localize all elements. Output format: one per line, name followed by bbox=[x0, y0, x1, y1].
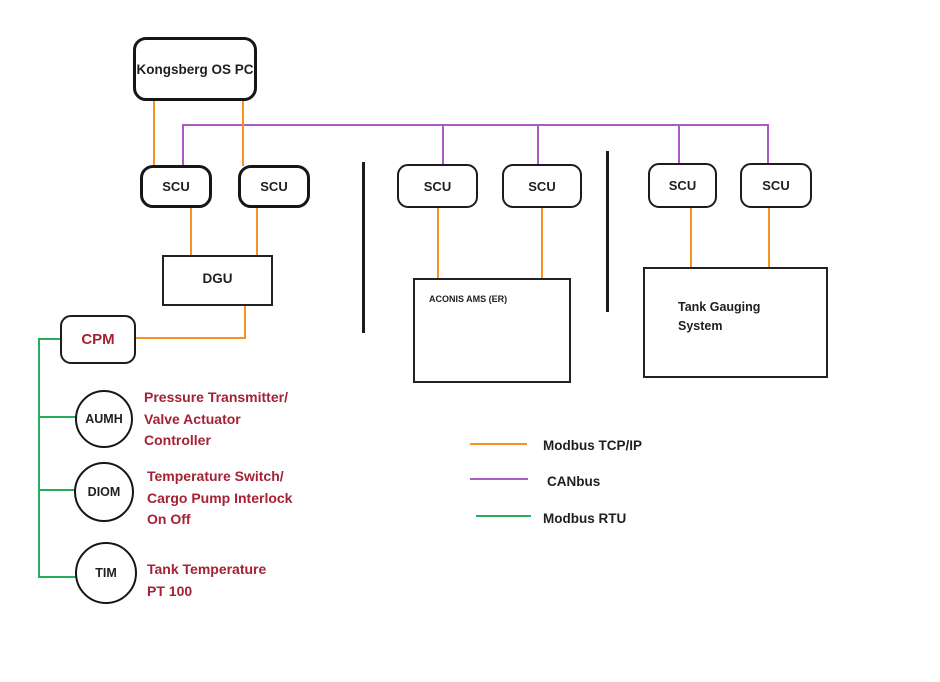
node-aumh: AUMH bbox=[75, 390, 133, 448]
legend-line-modbus-tcp bbox=[470, 443, 527, 446]
node-diom: DIOM bbox=[74, 462, 134, 522]
canbus-drop-scu5 bbox=[678, 124, 681, 164]
modbus-tcp-scu1-dgu bbox=[190, 206, 193, 256]
modbus-tcp-dgu-down bbox=[243, 305, 246, 339]
modbus-tcp-dgu-cpm bbox=[134, 336, 246, 339]
modbus-tcp-ospc-scu1 bbox=[153, 99, 156, 166]
node-scu-4: SCU bbox=[502, 164, 582, 208]
node-tank-gauging-system bbox=[643, 267, 828, 378]
canbus-drop-scu6 bbox=[766, 124, 769, 164]
annotation-aumh-line-2: Valve Actuator bbox=[144, 410, 241, 427]
annotation-diom-line-1: Temperature Switch/ bbox=[147, 468, 284, 484]
legend-line-canbus bbox=[470, 478, 528, 481]
node-scu-3: SCU bbox=[397, 164, 478, 208]
node-scu-5: SCU bbox=[648, 163, 717, 208]
legend-line-modbus-rtu bbox=[476, 515, 531, 518]
modbus-rtu-cpm-stub bbox=[38, 338, 63, 341]
tank-label-line-2: System bbox=[678, 319, 723, 333]
modbus-tcp-scu6-tank bbox=[768, 206, 771, 268]
annotation-aumh: Pressure Transmitter/ Valve Actuator Con… bbox=[144, 387, 288, 452]
divider-line-right bbox=[606, 151, 609, 312]
canbus-drop-scu1 bbox=[182, 124, 185, 166]
modbus-tcp-scu4-aconis bbox=[541, 206, 544, 279]
divider-line-left bbox=[362, 162, 365, 333]
node-aconis-ams-er bbox=[413, 278, 571, 383]
annotation-aumh-line-1: Pressure Transmitter/ bbox=[144, 389, 288, 405]
node-tank-gauging-system-label: Tank Gauging System bbox=[678, 298, 760, 336]
node-scu-1: SCU bbox=[140, 165, 212, 208]
modbus-rtu-diom-stub bbox=[38, 489, 76, 492]
annotation-tim-line-2: PT 100 bbox=[147, 582, 193, 599]
canbus-drop-scu4 bbox=[537, 124, 540, 165]
node-scu-6: SCU bbox=[740, 163, 812, 208]
node-dgu: DGU bbox=[162, 255, 273, 306]
annotation-diom-line-3: On Off bbox=[147, 511, 191, 527]
annotation-diom-line-2: Cargo Pump Interlock bbox=[147, 489, 293, 506]
modbus-rtu-aumh-stub bbox=[38, 416, 78, 419]
legend-label-canbus: CANbus bbox=[547, 474, 601, 489]
legend-label-modbus-rtu: Modbus RTU bbox=[543, 511, 627, 526]
tank-label-line-1: Tank Gauging bbox=[678, 300, 761, 314]
node-aconis-ams-er-label: ACONIS AMS (ER) bbox=[429, 294, 508, 304]
legend-label-modbus-tcp: Modbus TCP/IP bbox=[543, 438, 642, 453]
modbus-tcp-ospc-scu2 bbox=[242, 99, 245, 166]
canbus-trunk-line bbox=[182, 124, 769, 127]
canbus-drop-scu3 bbox=[442, 124, 445, 165]
node-tim: TIM bbox=[75, 542, 137, 604]
modbus-rtu-tim-stub bbox=[38, 576, 77, 579]
annotation-tim: Tank Temperature PT 100 bbox=[147, 559, 266, 602]
modbus-tcp-scu3-aconis bbox=[437, 206, 440, 279]
modbus-rtu-bus bbox=[38, 338, 41, 578]
modbus-tcp-scu5-tank bbox=[690, 206, 693, 268]
annotation-diom: Temperature Switch/ Cargo Pump Interlock… bbox=[147, 466, 292, 531]
modbus-tcp-scu2-dgu bbox=[256, 206, 259, 256]
node-cpm: CPM bbox=[60, 315, 136, 364]
annotation-tim-line-1: Tank Temperature bbox=[147, 561, 267, 577]
node-kongsberg-os-pc: Kongsberg OS PC bbox=[133, 37, 257, 101]
annotation-aumh-line-3: Controller bbox=[144, 432, 211, 448]
node-scu-2: SCU bbox=[238, 165, 310, 208]
